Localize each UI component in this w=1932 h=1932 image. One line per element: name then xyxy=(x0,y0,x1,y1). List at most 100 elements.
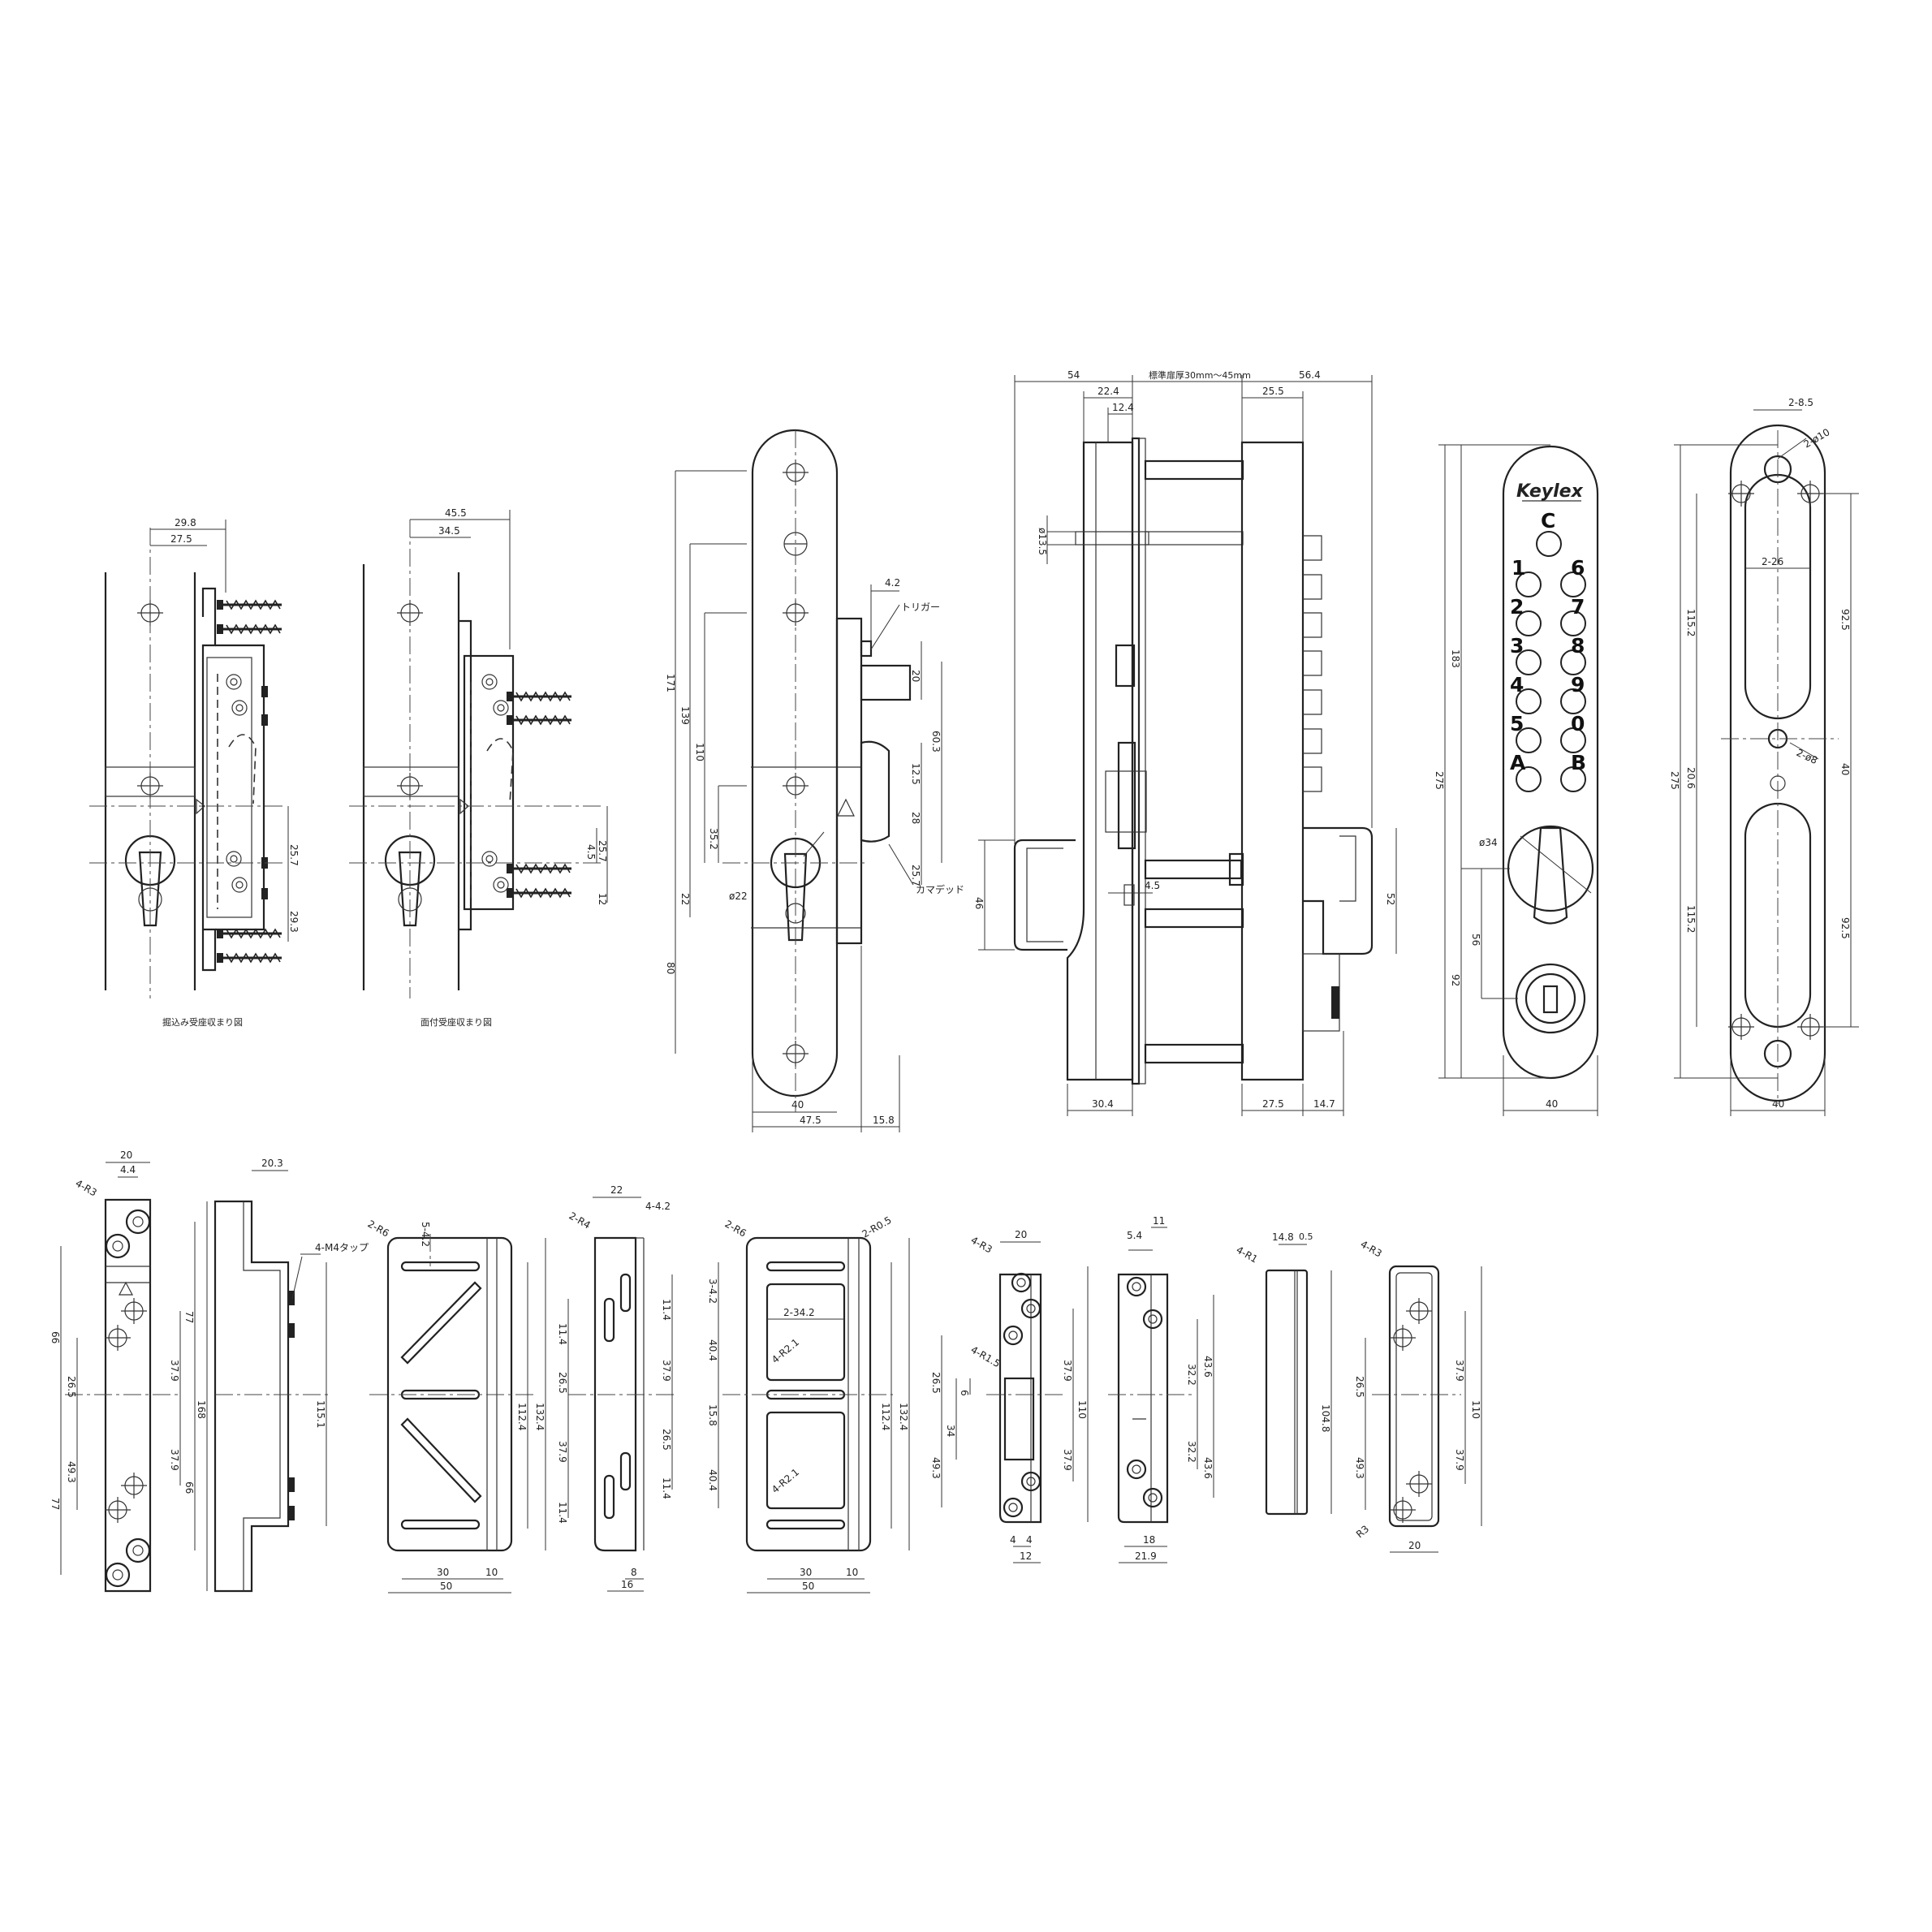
b7-dim-43-6a: 43.6 xyxy=(1202,1356,1214,1378)
dim-40c: 40 xyxy=(1839,763,1851,775)
dim-34-5: 34.5 xyxy=(438,525,460,537)
label-latch: カマデッド xyxy=(916,883,964,895)
b1-dim-4-4: 4.4 xyxy=(120,1164,136,1175)
b5-dim-4-r2-1b: 4-R2.1 xyxy=(770,1466,801,1495)
dim-115-2b: 115.2 xyxy=(1685,905,1697,933)
dim-40d: 40 xyxy=(1772,1098,1784,1110)
b1-dim-77b: 77 xyxy=(183,1311,195,1323)
dim-14-7: 14.7 xyxy=(1313,1098,1335,1110)
key-c: C xyxy=(1541,509,1555,533)
b7-dim-21-9: 21.9 xyxy=(1135,1550,1157,1562)
b5-dim-40-4b: 40.4 xyxy=(707,1469,718,1491)
b2-dim-115-1: 115.1 xyxy=(315,1400,326,1428)
dim-56: 56 xyxy=(1470,934,1481,946)
part-strike-4: 4-R3 26.5 49.3 37.9 37.9 110 R3 20 xyxy=(1354,1238,1482,1553)
b9-dim-110: 110 xyxy=(1470,1400,1481,1419)
b3-dim-5-4-2: 5-4.2 xyxy=(420,1222,431,1247)
b4-dim-26-5a: 26.5 xyxy=(557,1372,568,1394)
b8-dim-4-r1: 4-R1 xyxy=(1235,1244,1260,1265)
label-trigger: トリガー xyxy=(901,602,940,613)
b7-dim-11: 11 xyxy=(1153,1215,1165,1227)
b4-dim-4-4-2: 4-4.2 xyxy=(645,1201,671,1212)
b6-dim-20: 20 xyxy=(1015,1229,1027,1240)
view-keypad-front: Keylex C 1 2 3 4 5 A 6 7 8 9 0 B xyxy=(1434,444,1599,1116)
dim-171: 171 xyxy=(665,674,676,692)
b1-dim-66b: 66 xyxy=(183,1481,195,1494)
dim-12-5: 12.5 xyxy=(910,763,921,785)
key-0: 0 xyxy=(1571,712,1585,735)
b9-dim-26-5: 26.5 xyxy=(1354,1376,1365,1398)
dim-20: 20 xyxy=(910,670,921,682)
dim-52: 52 xyxy=(1385,893,1396,905)
dim-12-4: 12.4 xyxy=(1112,402,1134,413)
dim-2-phi8: 2-ø8 xyxy=(1795,747,1819,766)
dim-139: 139 xyxy=(679,706,691,725)
b3-dim-2-r6: 2-R6 xyxy=(366,1218,391,1239)
dim-29-8: 29.8 xyxy=(175,517,196,528)
dim-22-4: 22.4 xyxy=(1098,386,1119,397)
dim-275b: 275 xyxy=(1669,771,1680,790)
dim-80: 80 xyxy=(665,962,676,974)
b9-dim-49-3: 49.3 xyxy=(1354,1457,1365,1479)
label-door-thickness: 標準扉厚30mm〜45mm xyxy=(1149,369,1251,381)
b5-dim-15-8: 15.8 xyxy=(707,1404,718,1426)
b6-dim-12: 12 xyxy=(1020,1550,1032,1562)
dim-4-2: 4.2 xyxy=(885,577,900,589)
b5-dim-2-r0-5: 2-R0.5 xyxy=(860,1214,894,1240)
b7-dim-18: 18 xyxy=(1143,1534,1155,1546)
b9-dim-r3: R3 xyxy=(1354,1523,1371,1540)
dim-15-8: 15.8 xyxy=(873,1115,895,1126)
b1-dim-49-3: 49.3 xyxy=(66,1461,77,1483)
b9-dim-37-9b: 37.9 xyxy=(1454,1449,1465,1471)
b7-dim-43-6b: 43.6 xyxy=(1202,1457,1214,1479)
b4-dim-37-9a: 37.9 xyxy=(557,1441,568,1463)
dim-12: 12 xyxy=(597,893,608,905)
dim-60-3: 60.3 xyxy=(930,731,942,753)
b9-dim-20: 20 xyxy=(1408,1540,1421,1551)
b3-dim-10: 10 xyxy=(485,1567,498,1578)
b1-dim-4-r3: 4-R3 xyxy=(74,1177,99,1198)
b5-dim-3-4-2: 3-4.2 xyxy=(707,1279,718,1304)
b6-dim-4-r3: 4-R3 xyxy=(969,1234,994,1255)
b6-dim-4a: 4 xyxy=(1010,1534,1016,1546)
b4-dim-26-5b: 26.5 xyxy=(661,1429,672,1451)
view-recessed-strike: 29.8 27.5 25.7 29.3 掘込み受座収まり図 xyxy=(89,517,300,1028)
b1-dim-37-9a: 37.9 xyxy=(169,1360,180,1382)
view-side-section: 54 標準扉厚30mm〜45mm 56.4 22.4 12.4 25.5 ø13… xyxy=(973,369,1397,1116)
dim-46: 46 xyxy=(973,897,985,909)
b5-dim-10: 10 xyxy=(846,1567,858,1578)
dim-25-7: 25.7 xyxy=(288,844,300,866)
b6-dim-49-3: 49.3 xyxy=(930,1457,942,1479)
b4-dim-2-r4: 2-R4 xyxy=(567,1210,593,1231)
b9-dim-4-r3: 4-R3 xyxy=(1359,1238,1384,1259)
dim-40b: 40 xyxy=(1546,1098,1558,1110)
b4-dim-11-4a: 11.4 xyxy=(557,1323,568,1345)
dim-45-5: 45.5 xyxy=(445,507,467,519)
b1-dim-77: 77 xyxy=(50,1498,61,1510)
b4-dim-22: 22 xyxy=(610,1184,623,1196)
dim-phi22: ø22 xyxy=(729,891,748,902)
view-surface-strike: 45.5 34.5 4.5 25.7 12 面付受座収まり図 xyxy=(349,507,608,1028)
b6-dim-26-5: 26.5 xyxy=(930,1372,942,1394)
dim-22: 22 xyxy=(679,893,691,905)
b4-dim-11-4b: 11.4 xyxy=(557,1502,568,1524)
b8-dim-14-8: 14.8 xyxy=(1272,1231,1294,1243)
b4-dim-16: 16 xyxy=(621,1579,633,1590)
b6-dim-4b: 4 xyxy=(1026,1534,1033,1546)
part-plate-slots: 2-R6 5-4.2 112.4 132.4 30 10 50 xyxy=(366,1218,546,1593)
dim-54: 54 xyxy=(1067,369,1080,381)
part-bracket-side: 4-M4タップ 20.3 168 115.1 xyxy=(196,1158,369,1593)
b7-dim-5-4: 5.4 xyxy=(1127,1230,1142,1241)
b7-dim-32-2a: 32.2 xyxy=(1186,1364,1197,1386)
b6-dim-37-9b: 37.9 xyxy=(1062,1449,1073,1471)
dim-4-5: 4.5 xyxy=(585,844,597,860)
b6-dim-6: 6 xyxy=(959,1390,970,1396)
key-a: A xyxy=(1510,751,1526,774)
key-1: 1 xyxy=(1512,556,1525,580)
dim-25-7c: 25.7 xyxy=(910,865,921,886)
key-9: 9 xyxy=(1571,673,1585,696)
dim-2-8-5: 2-8.5 xyxy=(1788,397,1813,408)
b4-dim-11-4d: 11.4 xyxy=(661,1477,672,1499)
b4-dim-11-4c: 11.4 xyxy=(661,1299,672,1321)
